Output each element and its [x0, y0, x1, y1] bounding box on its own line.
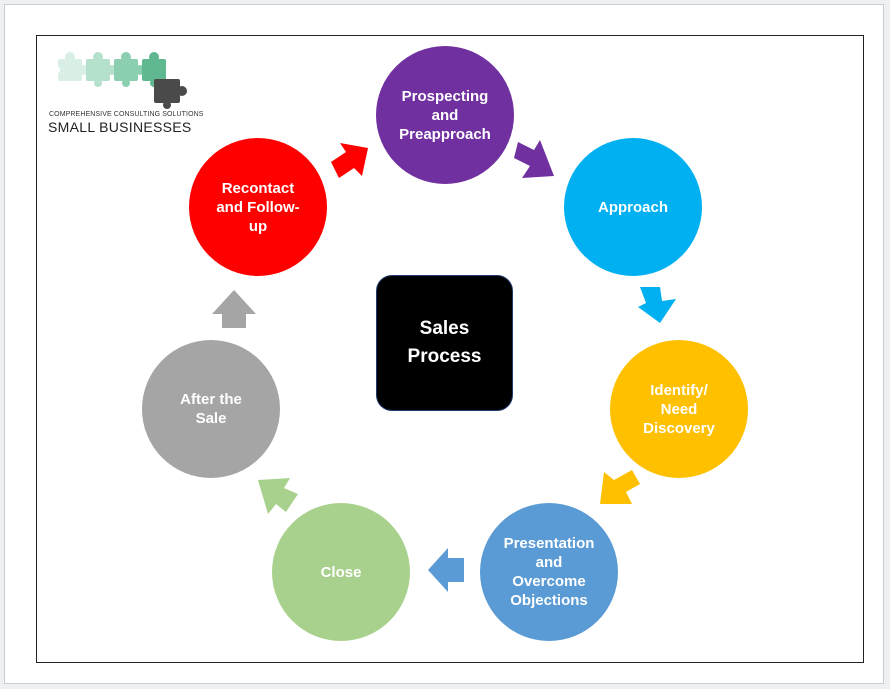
sales-process-label: Sales Process — [407, 318, 482, 367]
sales-process-box: Sales Process — [376, 275, 513, 411]
logo-tagline: COMPREHENSIVE CONSULTING SOLUTIONS — [49, 111, 204, 118]
puzzle-piece-1 — [52, 52, 89, 81]
puzzle-logo-icon — [52, 52, 187, 109]
step-label: Recontact and Follow- up — [216, 179, 300, 235]
step-label: Prospecting and Preapproach — [399, 87, 491, 143]
step-prospecting: Prospecting and Preapproach — [376, 46, 514, 184]
arrow-icon — [600, 470, 640, 504]
arrow-icon — [212, 290, 256, 328]
puzzle-piece-2 — [86, 52, 117, 87]
step-label: Approach — [597, 198, 668, 216]
arrow-icon — [514, 140, 554, 178]
step-after-the-sale: After the Sale — [142, 340, 280, 478]
arrow-icon — [258, 478, 298, 514]
step-recontact: Recontact and Follow- up — [189, 138, 327, 276]
step-label: Close — [320, 563, 362, 581]
arrow-icon — [638, 287, 676, 323]
logo-name: SMALL BUSINESSES — [48, 119, 192, 135]
step-approach: Approach — [564, 138, 702, 276]
arrow-icon — [428, 548, 464, 592]
puzzle-piece-5 — [154, 79, 187, 109]
arrow-icon — [331, 143, 368, 178]
step-presentation: Presentation and Overcome Objections — [480, 503, 618, 641]
step-label: After the Sale — [180, 391, 242, 427]
puzzle-piece-3 — [114, 52, 145, 87]
step-close: Close — [272, 503, 410, 641]
step-identify-need-discovery: Identify/ Need Discovery — [610, 340, 748, 478]
step-label: Presentation and Overcome Objections — [503, 535, 595, 609]
step-label: Identify/ Need Discovery — [643, 381, 715, 437]
